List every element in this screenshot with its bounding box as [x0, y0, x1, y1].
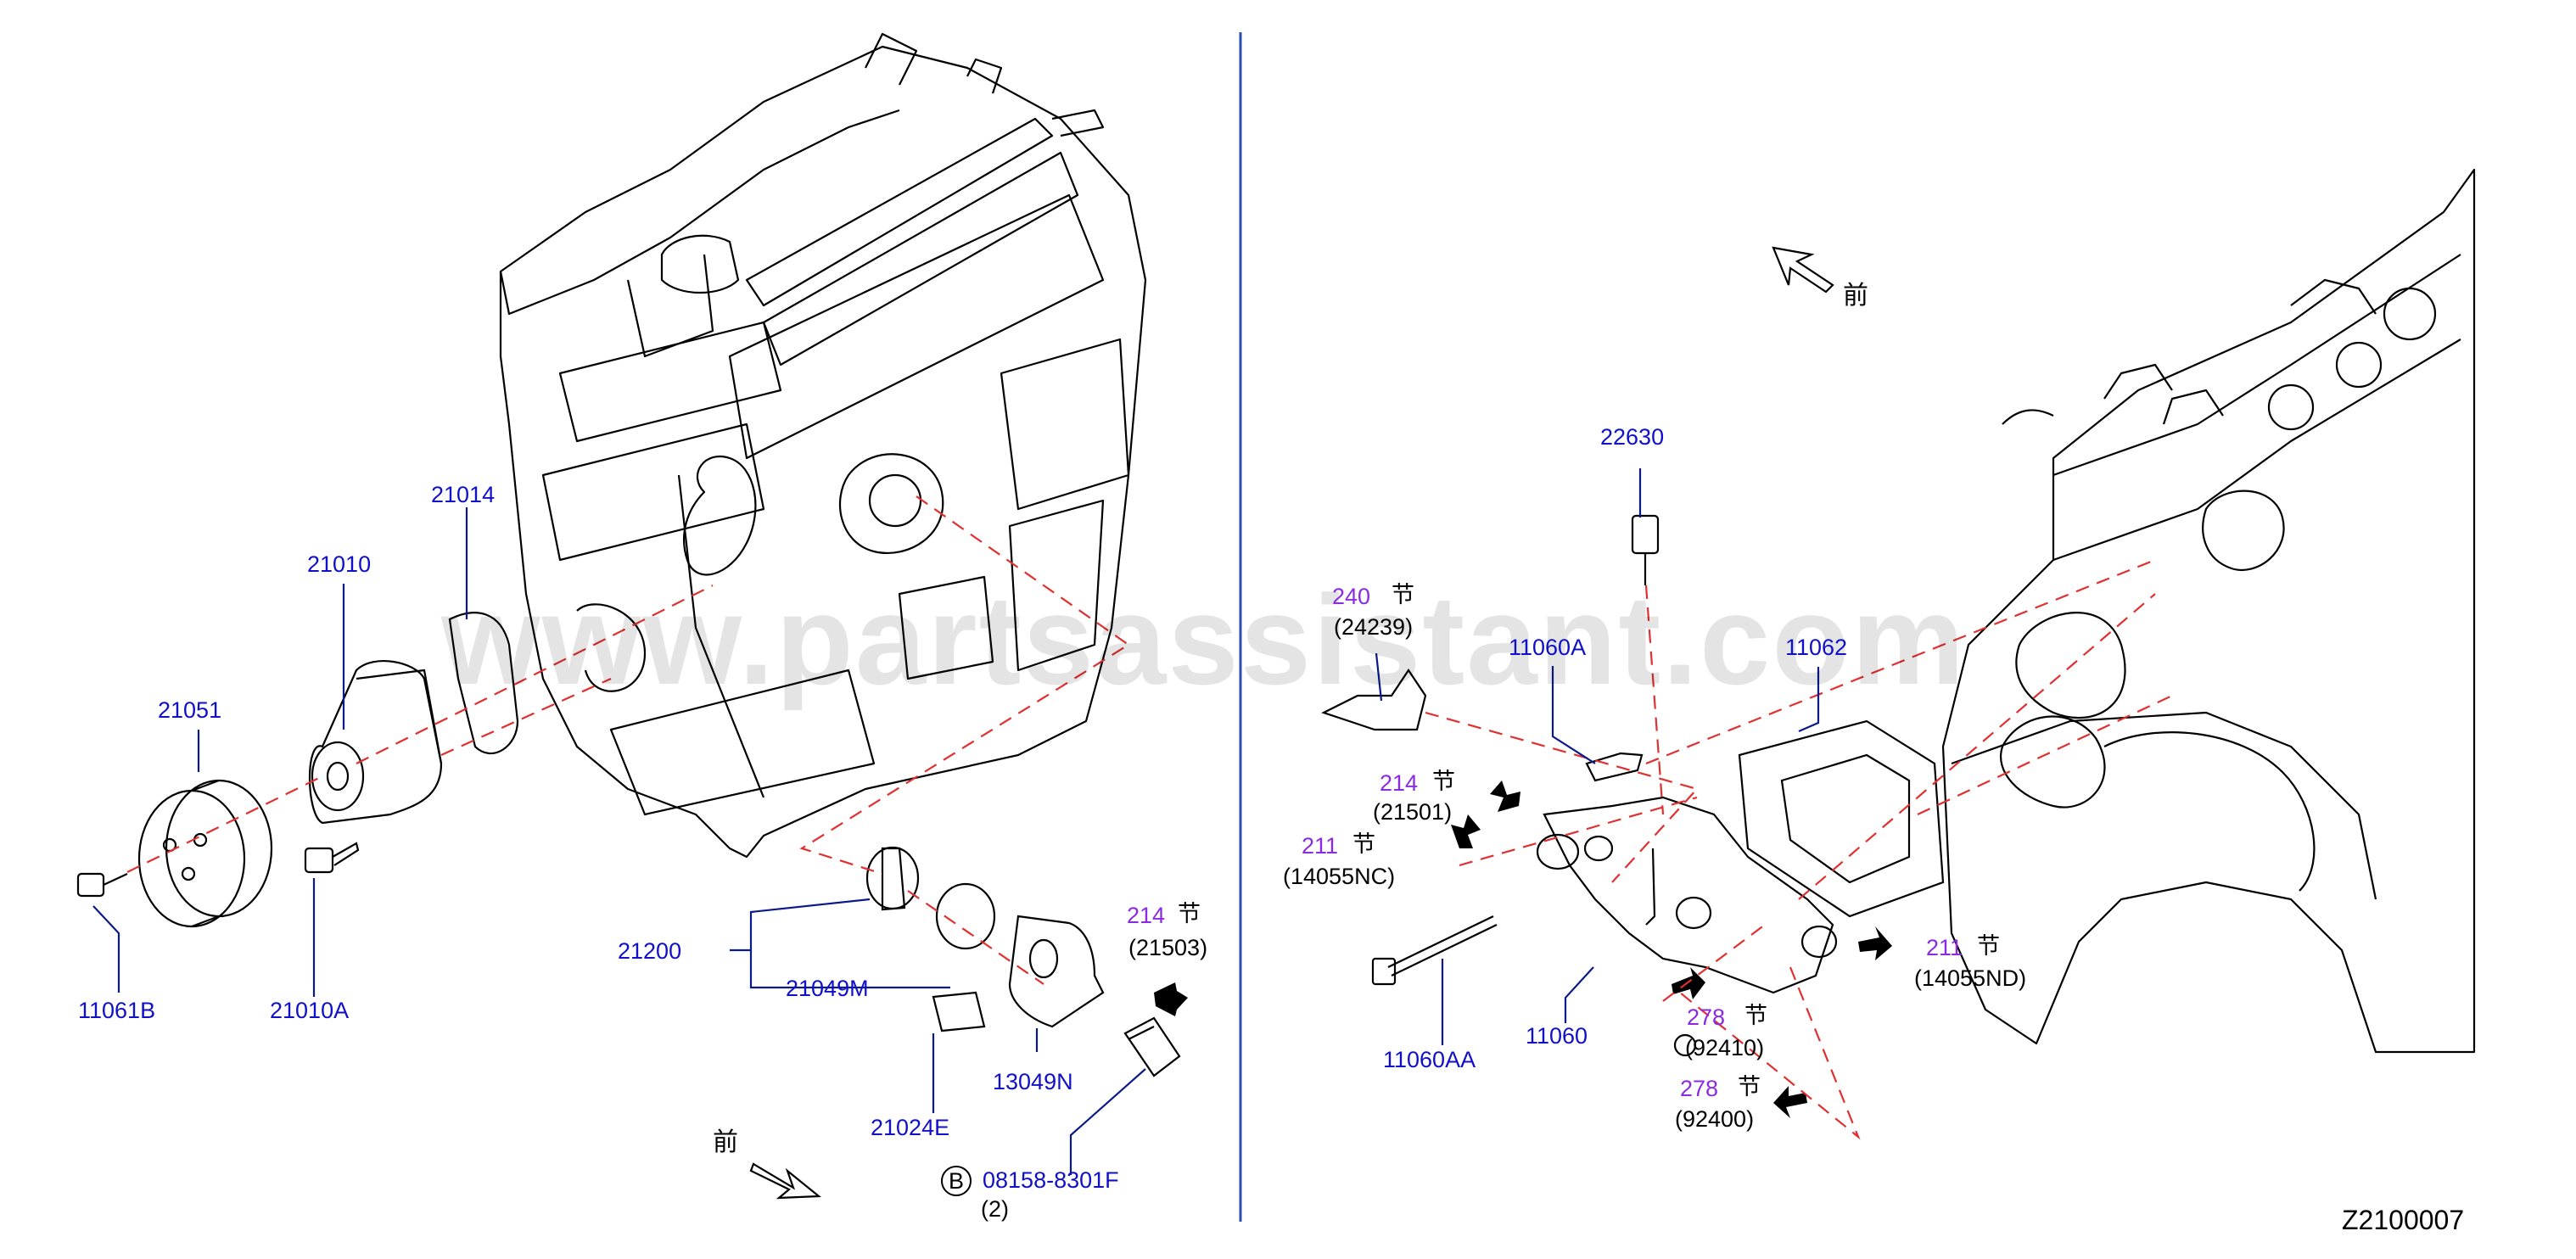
front-arrows	[749, 246, 1834, 1200]
ref-14055NC: (14055NC)	[1283, 864, 1396, 889]
left-leader-lines	[92, 507, 1146, 1175]
watermark: www.partsassistant.com	[441, 568, 1967, 711]
section-mark-214-right: 节	[1432, 769, 1455, 794]
part-13049N[interactable]: 13049N	[993, 1069, 1073, 1094]
right-leader-lines	[1375, 468, 1820, 1045]
part-11061B[interactable]: 11061B	[78, 998, 156, 1023]
left-engine-block	[499, 32, 1147, 859]
flow-arrows	[1154, 781, 1892, 1118]
ref-24239: (24239)	[1334, 614, 1414, 640]
front-arrow-right	[1772, 246, 1834, 294]
part-11062[interactable]: 11062	[1785, 635, 1848, 660]
bolt-qty: (2)	[981, 1196, 1009, 1222]
left-pump-parts	[76, 612, 1181, 1077]
right-dashed-lines	[1425, 558, 2173, 1140]
arrow-92400	[1773, 1086, 1807, 1118]
ref-278-lower[interactable]: 278	[1680, 1076, 1719, 1101]
part-21051[interactable]: 21051	[158, 697, 222, 723]
section-mark-278-upper: 节	[1744, 1003, 1767, 1028]
part-22630[interactable]: 22630	[1600, 424, 1665, 450]
arrow-14055NC	[1451, 814, 1481, 848]
part-21200[interactable]: 21200	[618, 938, 682, 964]
bolt-badge: B	[949, 1168, 965, 1194]
left-dashed-lines	[126, 495, 1130, 985]
front-mark-right: 前	[1843, 282, 1868, 310]
part-11060[interactable]: 11060	[1526, 1023, 1588, 1049]
arrow-21503	[1154, 982, 1188, 1016]
part-11060A[interactable]: 11060A	[1509, 635, 1587, 660]
section-mark-240: 节	[1392, 582, 1414, 607]
ref-278-upper[interactable]: 278	[1687, 1004, 1726, 1030]
part-21010[interactable]: 21010	[307, 551, 372, 577]
section-mark-214-left: 节	[1178, 901, 1201, 926]
ref-214-left[interactable]: 214	[1127, 903, 1166, 928]
ref-21501: (21501)	[1373, 799, 1453, 825]
section-mark-211-left: 节	[1352, 831, 1375, 857]
arrow-14055ND	[1858, 926, 1892, 960]
front-mark-left: 前	[713, 1128, 738, 1156]
part-21014[interactable]: 21014	[431, 482, 496, 507]
arrow-92410	[1672, 967, 1705, 999]
part-11060AA[interactable]: 11060AA	[1383, 1047, 1476, 1072]
diagram-id: Z2100007	[2342, 1205, 2465, 1235]
part-21049M[interactable]: 21049M	[786, 976, 869, 1001]
ref-214-right[interactable]: 214	[1380, 770, 1419, 796]
section-mark-278-lower: 节	[1738, 1074, 1761, 1100]
ref-14055ND: (14055ND)	[1914, 965, 2027, 991]
arrow-21501	[1490, 781, 1520, 812]
bolt-badge-circle	[941, 1166, 972, 1196]
part-21024E[interactable]: 21024E	[871, 1115, 950, 1140]
part-08158-8301F[interactable]: 08158-8301F	[983, 1167, 1119, 1193]
ref-211-right[interactable]: 211	[1926, 935, 1963, 960]
section-mark-211-right: 节	[1977, 933, 2000, 959]
ref-21503: (21503)	[1128, 935, 1208, 960]
ref-240[interactable]: 240	[1332, 584, 1371, 609]
ref-211-left[interactable]: 211	[1302, 833, 1339, 859]
ref-92400: (92400)	[1675, 1106, 1755, 1132]
ref-92410: (92410)	[1685, 1035, 1765, 1060]
right-engine-block	[1941, 168, 2476, 1054]
part-21010A[interactable]: 21010A	[270, 998, 350, 1023]
front-arrow-left	[749, 1162, 821, 1200]
